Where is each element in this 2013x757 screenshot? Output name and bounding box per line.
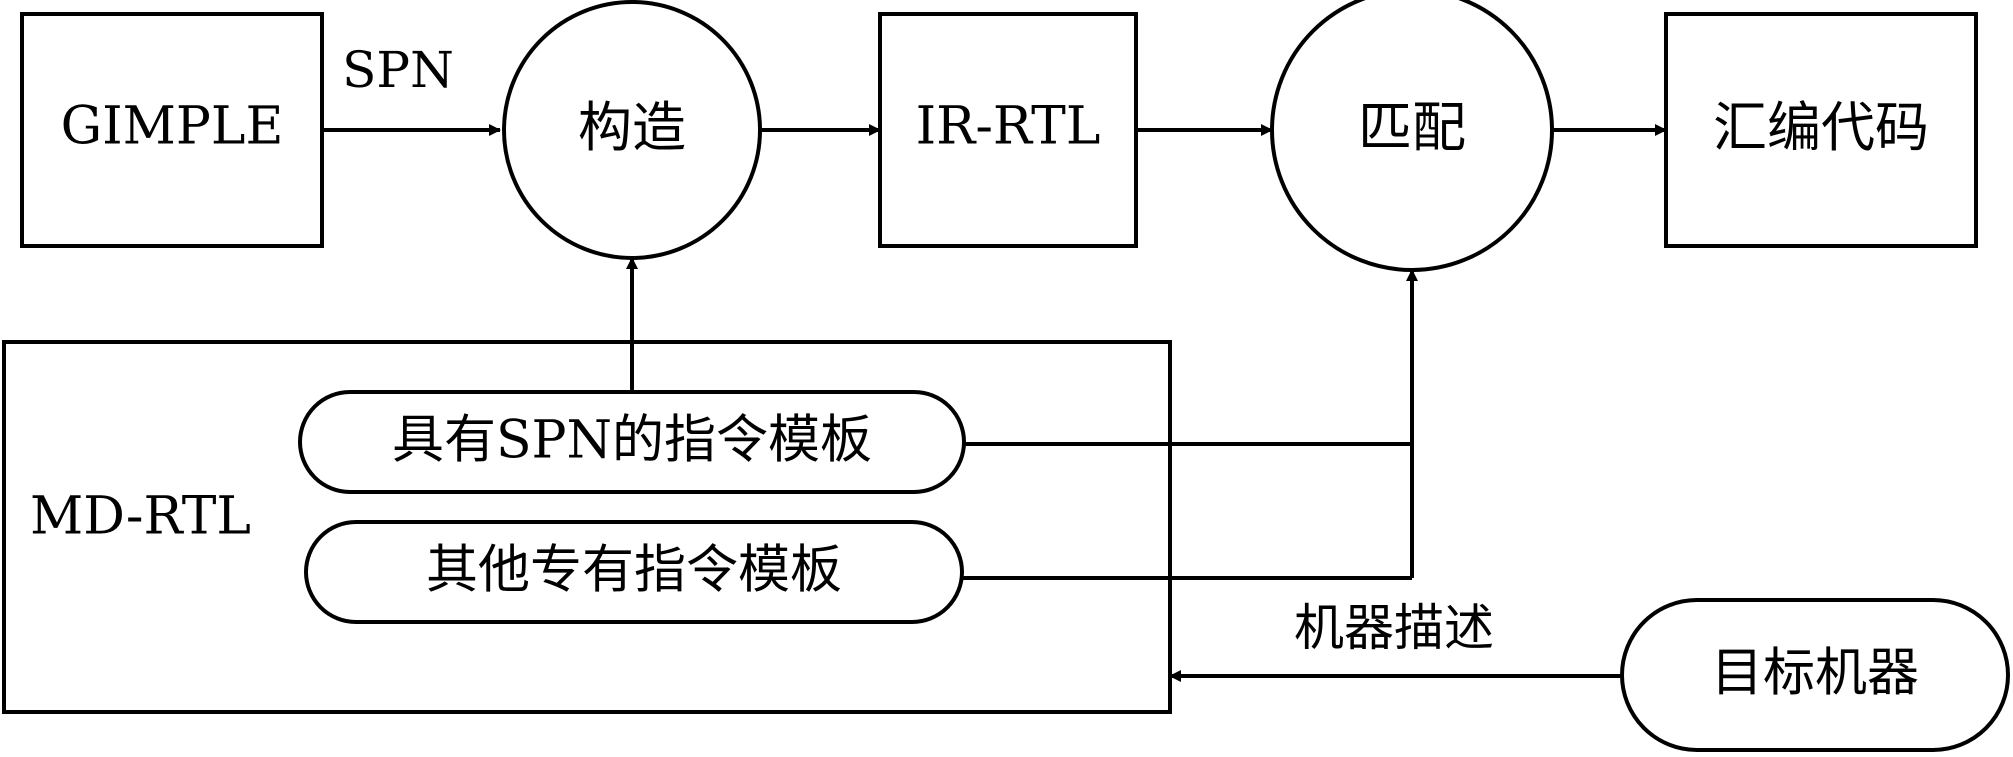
md-rtl-label: MD-RTL — [30, 487, 251, 547]
construct-label: 构造 — [578, 96, 686, 159]
asm-code-box — [1664, 12, 1978, 248]
other-template-pill — [304, 520, 964, 624]
target-machine-label: 目标机器 — [1711, 644, 1919, 704]
spn-template-label: 具有SPN的指令模板 — [392, 411, 872, 471]
gimple-label: GIMPLE — [61, 97, 284, 157]
spn-edge-label: SPN — [342, 41, 454, 99]
md-rtl-box — [2, 340, 1172, 714]
ir-rtl-label: IR-RTL — [916, 97, 1101, 157]
machine-desc-edge-label: 机器描述 — [1294, 599, 1494, 657]
match-label: 匹配 — [1358, 96, 1466, 159]
other-template-label: 其他专有指令模板 — [426, 541, 842, 601]
asm-code-label: 汇编代码 — [1713, 96, 1929, 159]
